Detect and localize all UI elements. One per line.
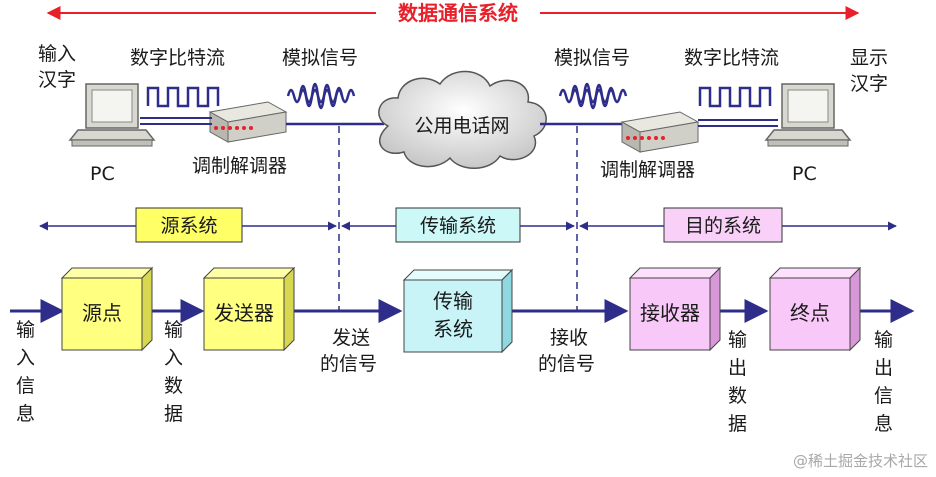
analog-waveform-right [558, 88, 628, 104]
analog-waveform-left-core [298, 82, 344, 110]
pc-left-icon [68, 83, 156, 147]
input-data-char-4: 据 [164, 403, 183, 425]
analog-waveform-right-core [570, 82, 616, 110]
sent-signal-line1: 发送 [332, 327, 370, 349]
digital-stream-left-label: 数字比特流 [130, 47, 225, 69]
digital-stream-right-label: 数字比特流 [684, 47, 779, 69]
block-source-point-label: 源点 [82, 301, 122, 325]
modem-right-label: 调制解调器 [600, 159, 695, 181]
output-data-char-4: 据 [728, 413, 747, 435]
diagram-title: 数据通信系统 [398, 1, 518, 25]
output-info-char-3: 信 [874, 385, 893, 407]
right-output-line2: 汉字 [850, 73, 888, 95]
digital-waveform-right [698, 86, 772, 108]
output-data-char-1: 输 [728, 329, 747, 351]
block-receiver-label: 接收器 [640, 301, 700, 325]
analog-waveform-left [286, 88, 356, 104]
modem-left-label: 调制解调器 [192, 155, 287, 177]
analog-left-label: 模拟信号 [282, 47, 358, 69]
network-label: 公用电话网 [414, 115, 509, 137]
right-output-line1: 显示 [850, 47, 888, 69]
transmission-system-box [395, 207, 521, 243]
block-source-point [60, 266, 154, 352]
block-terminal-label: 终点 [790, 301, 830, 325]
input-info-char-3: 信 [16, 375, 35, 397]
input-data-char-1: 输 [164, 319, 183, 341]
digital-waveform-left [146, 86, 220, 108]
block-transmitter [202, 266, 296, 352]
block-terminal [768, 266, 862, 352]
output-info-char-1: 输 [874, 329, 893, 351]
input-data-char-3: 数 [164, 375, 183, 397]
modem-right-icon [620, 111, 700, 153]
pc-right-label: PC [792, 163, 817, 185]
sent-signal-line2: 的信号 [320, 353, 377, 375]
input-info-char-1: 输 [16, 319, 35, 341]
destination-system-box [663, 207, 783, 243]
output-data-char-2: 出 [728, 357, 747, 379]
input-info-char-2: 入 [16, 347, 35, 369]
pc-left-label: PC [90, 163, 115, 185]
left-input-line1: 输入 [38, 43, 76, 65]
source-system-label: 源系统 [160, 215, 217, 237]
pc-right-icon [764, 83, 852, 147]
transmission-system-label: 传输系统 [420, 215, 496, 237]
output-info-char-2: 出 [874, 357, 893, 379]
output-info-char-4: 息 [874, 413, 893, 435]
output-data-char-3: 数 [728, 385, 747, 407]
destination-system-label: 目的系统 [685, 215, 761, 237]
watermark: @稀土掘金技术社区 [793, 452, 928, 470]
block-transmission-label-2: 系统 [433, 317, 473, 341]
public-telephone-network-cloud [378, 70, 547, 169]
left-input-line2: 汉字 [38, 69, 76, 91]
input-info-char-4: 息 [16, 403, 35, 425]
received-signal-line1: 接收 [550, 327, 588, 349]
analog-right-label: 模拟信号 [554, 47, 630, 69]
input-data-char-2: 入 [164, 347, 183, 369]
block-transmission-label-1: 传输 [433, 289, 473, 313]
block-transmitter-label: 发送器 [214, 301, 274, 325]
block-receiver [628, 266, 722, 352]
received-signal-line2: 的信号 [538, 353, 595, 375]
source-system-box [135, 207, 243, 243]
block-transmission-system [402, 268, 514, 354]
modem-left-icon [208, 101, 288, 143]
